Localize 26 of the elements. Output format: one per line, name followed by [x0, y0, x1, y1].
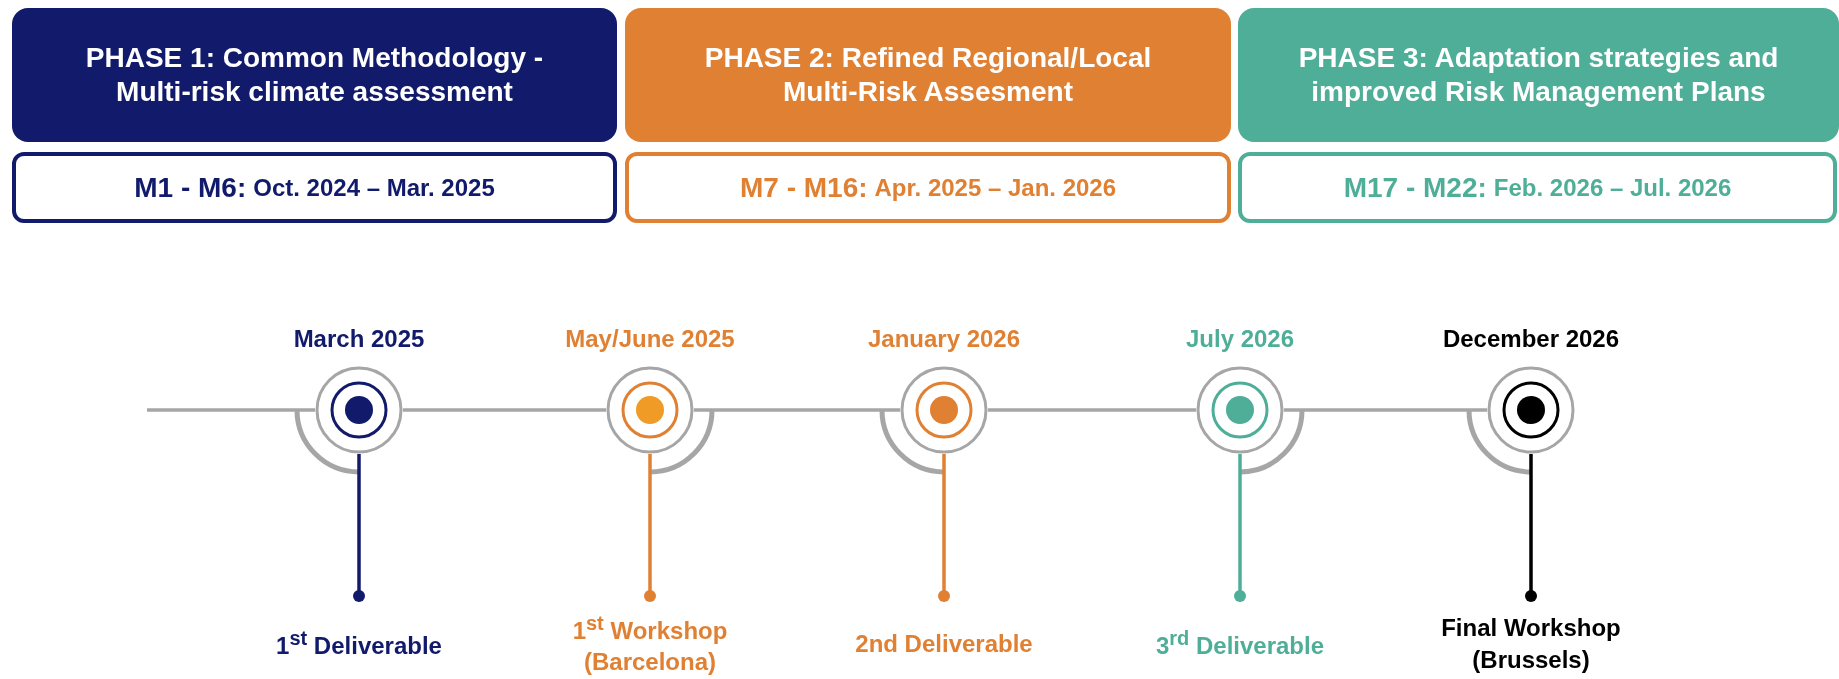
leader-line [938, 454, 950, 602]
leader-line [1525, 454, 1537, 602]
timeline-line [988, 408, 1196, 412]
phase-header: PHASE 1: Common Methodology - Multi-risk climate assessment [12, 8, 617, 142]
phase-header: PHASE 3: Adaptation strategies and improved Risk Management Plans [1238, 8, 1839, 142]
milestone-label: 2nd Deliverable [855, 628, 1033, 659]
date-range-box: M17 - M22: Feb. 2026 – Jul. 2026 [1238, 152, 1837, 223]
milestone-label: 1$^{st}$ Deliverable [276, 626, 442, 662]
date-range-box: M1 - M6: Oct. 2024 – Mar. 2025 [12, 152, 617, 223]
timeline-line [1284, 408, 1487, 412]
timeline-line [403, 408, 606, 412]
milestone-date: May/June 2025 [564, 323, 736, 354]
timeline-line [694, 408, 900, 412]
milestone-date: December 2026 [1441, 323, 1621, 354]
timeline-line [147, 408, 315, 412]
leader-line [644, 454, 656, 602]
milestone-label: 1$^{st}$ Workshop (Barcelona) [571, 610, 729, 677]
phase-header: PHASE 2: Refined Regional/Local Multi-Risk Assesment [625, 8, 1231, 142]
milestone-date: January 2026 [866, 323, 1022, 354]
milestone-date: July 2026 [1184, 323, 1296, 354]
milestone-label: Final Workshop (Brussels) [1440, 613, 1622, 675]
leader-line [353, 454, 365, 602]
milestone-date: March 2025 [292, 323, 426, 354]
milestone-label: 3$^{rd}$ Deliverable [1155, 626, 1325, 662]
leader-line [1234, 454, 1246, 602]
date-range-box: M7 - M16: Apr. 2025 – Jan. 2026 [625, 152, 1231, 223]
